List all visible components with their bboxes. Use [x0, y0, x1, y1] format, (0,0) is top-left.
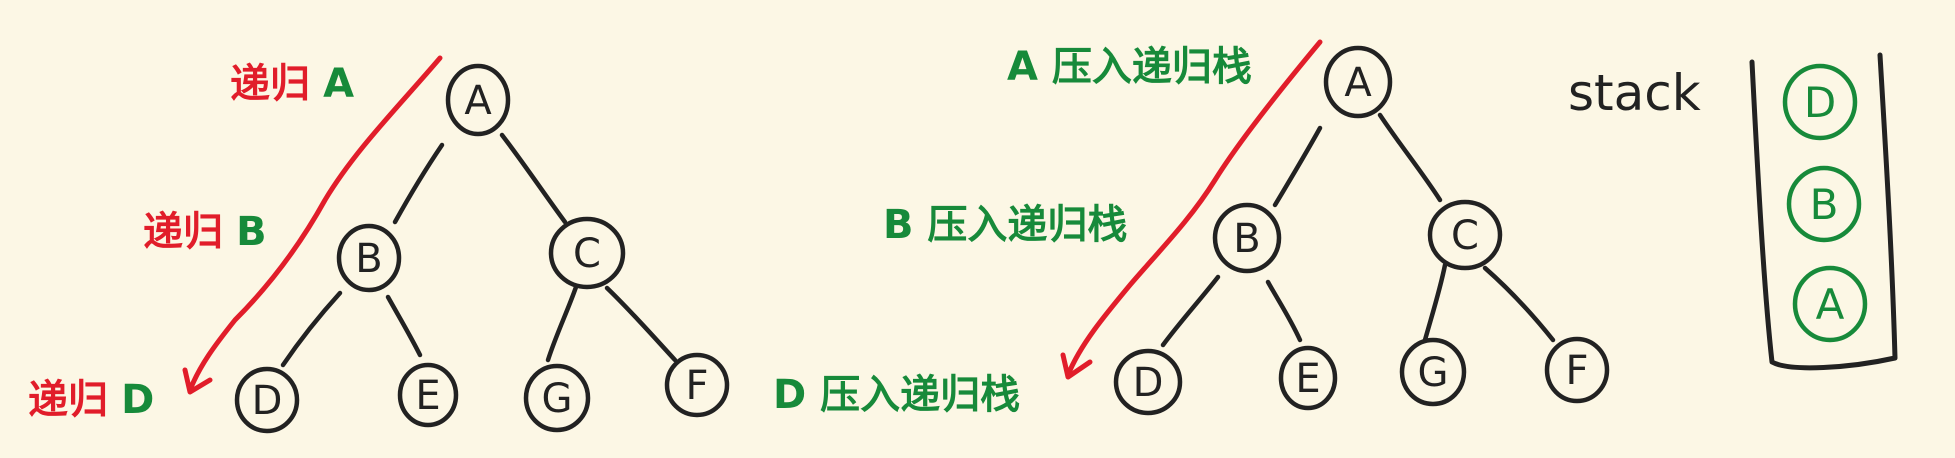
- tree-node-a: A: [445, 63, 511, 137]
- svg-text:G: G: [542, 376, 573, 422]
- recursion-path-arrow: [1065, 39, 1323, 378]
- recursion-arrowhead: [1060, 352, 1093, 380]
- label-push-d: D 压入递归栈: [773, 372, 1020, 418]
- tree-node-d: D: [1113, 348, 1183, 416]
- edge-b-d: [1160, 274, 1221, 348]
- svg-text:F: F: [1565, 348, 1588, 394]
- svg-text:A: A: [1816, 280, 1845, 329]
- label-recurse-b: 递归 B: [143, 209, 267, 255]
- tree-node-g: G: [523, 363, 591, 433]
- recursion-path-arrow: [187, 55, 443, 393]
- tree-node-f: F: [1544, 336, 1610, 404]
- svg-text:C: C: [573, 231, 601, 277]
- tree-node-f: F: [664, 352, 730, 418]
- tree-node-a: A: [1323, 45, 1393, 119]
- edge-b-d: [280, 290, 343, 368]
- svg-text:E: E: [415, 373, 440, 419]
- tree-node-e: E: [1278, 345, 1338, 411]
- stack-item-b: B: [1786, 165, 1862, 243]
- svg-text:G: G: [1418, 350, 1449, 396]
- tree-node-c: C: [548, 216, 626, 290]
- tree-node-g: G: [1399, 337, 1467, 407]
- label-push-b: B 压入递归栈: [883, 202, 1127, 248]
- stack-item-a: A: [1792, 265, 1868, 343]
- svg-text:B: B: [1233, 216, 1260, 262]
- edge-a-c: [499, 132, 568, 225]
- edge-c-f: [604, 285, 678, 363]
- svg-text:F: F: [685, 363, 708, 409]
- svg-text:B: B: [355, 236, 382, 282]
- edge-c-g: [545, 284, 579, 363]
- svg-text:A: A: [464, 78, 492, 124]
- edge-a-c: [1377, 112, 1443, 203]
- tree-node-b: B: [1212, 202, 1282, 274]
- left-tree: A B C D E G F 递归 A: [28, 55, 730, 434]
- label-push-a: A 压入递归栈: [1007, 44, 1252, 90]
- edge-b-e: [385, 294, 423, 358]
- edge-a-b: [1272, 125, 1323, 208]
- recursion-arrowhead: [182, 367, 213, 395]
- svg-text:D: D: [1133, 360, 1164, 406]
- svg-text:A: A: [1344, 60, 1372, 106]
- stack-container: [1749, 52, 1898, 371]
- stack-item-d: D: [1782, 63, 1858, 141]
- svg-text:B: B: [1810, 180, 1839, 229]
- svg-text:D: D: [252, 378, 283, 424]
- tree-node-e: E: [397, 362, 459, 428]
- right-tree: A B C D E G F A 压入递归栈 B 压入递: [773, 39, 1610, 418]
- tree-node-c: C: [1427, 199, 1503, 271]
- svg-text:D: D: [1804, 78, 1836, 127]
- recursion-stack: stack D B A: [1568, 52, 1898, 371]
- edge-c-g: [1422, 262, 1448, 343]
- edge-c-f: [1482, 265, 1556, 343]
- label-recurse-a: 递归 A: [230, 61, 354, 107]
- edge-a-b: [392, 142, 445, 225]
- tree-node-b: B: [336, 223, 402, 293]
- edge-b-e: [1265, 279, 1303, 343]
- tree-node-d: D: [234, 366, 300, 434]
- label-recurse-d: 递归 D: [28, 377, 154, 423]
- svg-text:E: E: [1295, 356, 1320, 402]
- stack-title: stack: [1568, 64, 1701, 122]
- svg-text:C: C: [1451, 213, 1479, 259]
